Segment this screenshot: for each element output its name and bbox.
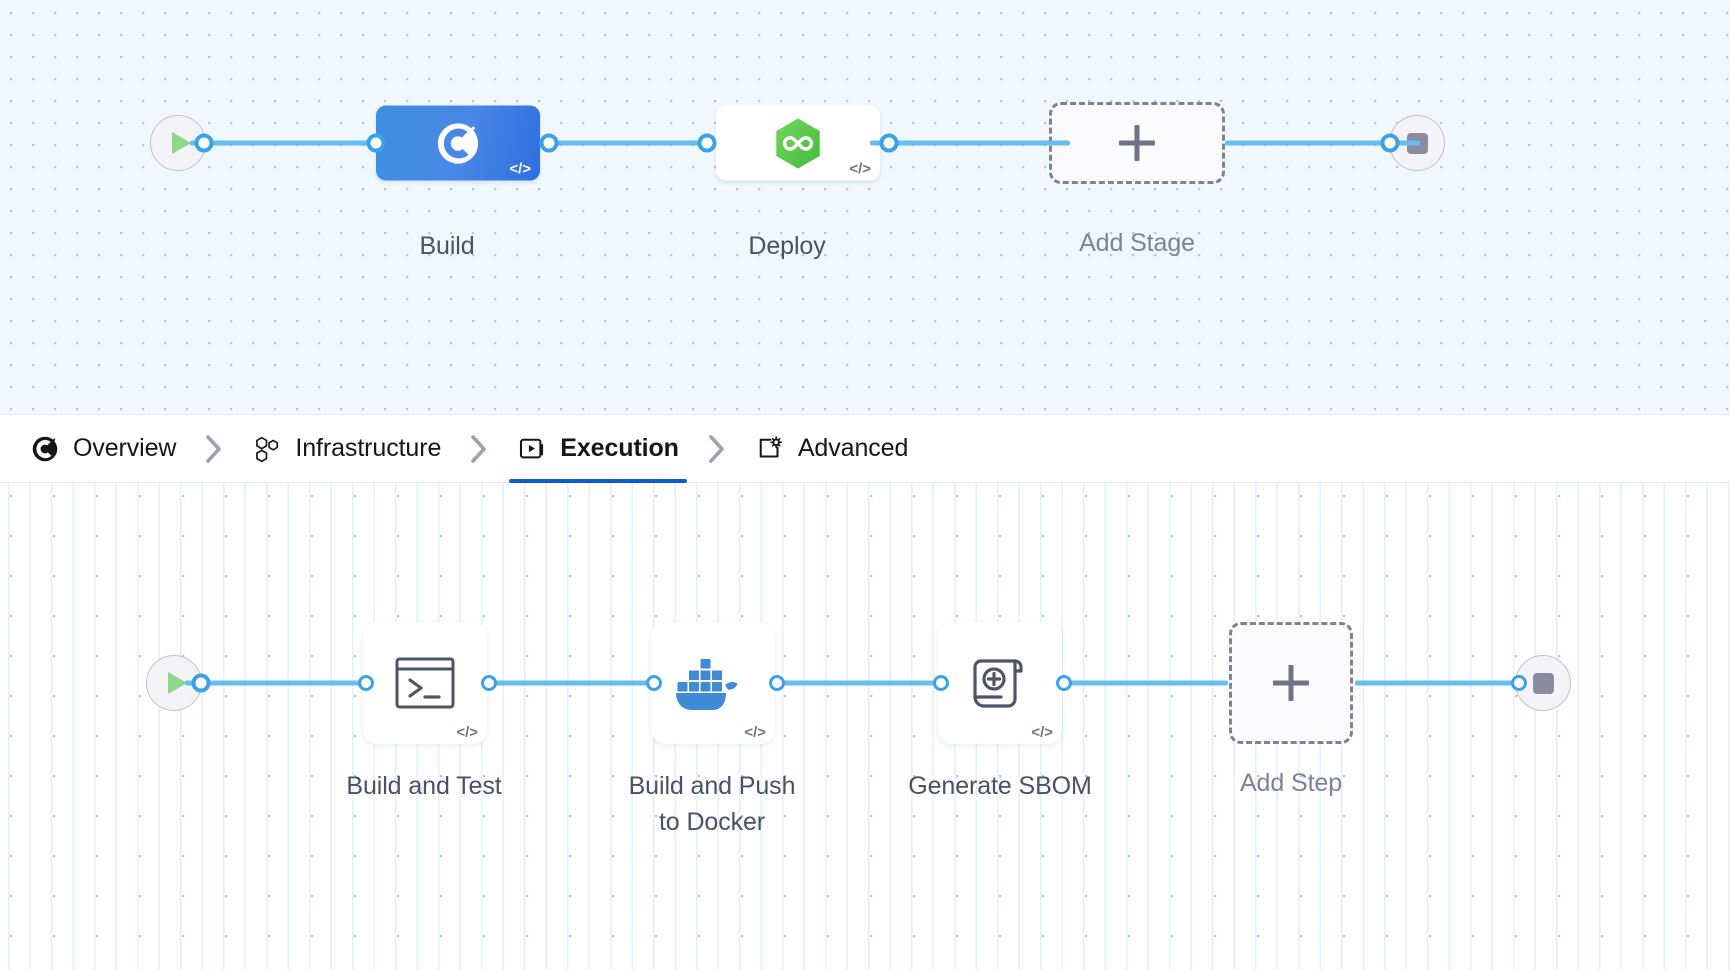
stage-label-deploy: Deploy (748, 232, 826, 260)
add-step-label: Add Step (1239, 769, 1343, 797)
stage-edge-start-build (190, 140, 370, 146)
play-box-icon (517, 434, 547, 464)
pipeline-start-node[interactable] (150, 115, 206, 171)
tab-overview[interactable]: Overview (26, 415, 180, 483)
code-badge: </> (744, 724, 766, 741)
stage-port-deploy-in[interactable] (697, 133, 717, 153)
step-edge-test-docker (485, 680, 660, 686)
step-edge-add-end (1355, 680, 1520, 686)
step-port-sbom-in[interactable] (933, 675, 949, 691)
stage-port-build-out[interactable] (539, 133, 559, 153)
scroll-plus-icon (973, 659, 1023, 708)
square-gear-icon (755, 434, 785, 464)
stage-port-deploy-out[interactable] (879, 133, 899, 153)
overview-pie-icon (30, 434, 60, 464)
terminal-icon (395, 657, 455, 709)
step-node-generate-sbom[interactable]: </> (938, 622, 1062, 744)
hexagons-icon (252, 434, 282, 464)
code-badge: </> (849, 160, 871, 178)
tab-label: Advanced (797, 434, 909, 462)
step-edge-start-first (185, 680, 370, 686)
code-badge: </> (1031, 724, 1053, 741)
stage-label-build: Build (419, 232, 475, 260)
stage-edge-build-deploy (540, 140, 710, 146)
stage-edge-deploy-add (870, 140, 1070, 146)
tab-label: Overview (73, 434, 177, 462)
step-port-docker-out[interactable] (769, 675, 785, 691)
tab-advanced[interactable]: Advanced (751, 415, 912, 483)
step-port-test-out[interactable] (481, 675, 497, 691)
step-label-build-and-push-to-docker: Build and Push to Docker (628, 772, 796, 837)
stage-node-deploy[interactable]: </> (716, 105, 880, 181)
add-stage-label: Add Stage (1079, 229, 1195, 257)
add-stage-button[interactable] (1049, 102, 1225, 184)
code-badge: </> (509, 160, 531, 178)
tab-label: Execution (560, 434, 679, 462)
cd-deploy-icon (776, 118, 820, 168)
tab-label: Infrastructure (295, 434, 442, 462)
plus-icon (1273, 665, 1309, 701)
stage-port-start-out[interactable] (194, 133, 214, 153)
step-canvas[interactable]: </> Build and Test (0, 483, 1730, 970)
stage-node-build[interactable]: </> (376, 105, 540, 181)
tab-execution[interactable]: Execution (509, 415, 687, 483)
stage-port-end-in[interactable] (1380, 133, 1400, 153)
step-edge-sbom-add (1058, 680, 1228, 686)
steps-end-node[interactable] (1515, 655, 1571, 711)
step-port-sbom-out[interactable] (1056, 675, 1072, 691)
stage-config-tabs[interactable]: Overview Infrastructure (0, 415, 1730, 483)
code-badge: </> (456, 724, 478, 741)
ci-build-icon (437, 122, 479, 164)
step-port-docker-in[interactable] (646, 675, 662, 691)
step-port-test-in[interactable] (358, 675, 374, 691)
step-port-end-in[interactable] (1511, 675, 1527, 691)
stage-port-build-in[interactable] (366, 133, 386, 153)
tab-infrastructure[interactable]: Infrastructure (248, 415, 445, 483)
plus-icon (1119, 125, 1155, 161)
add-step-button[interactable] (1229, 622, 1353, 744)
stop-icon (1532, 672, 1554, 694)
play-icon (167, 672, 187, 694)
tab-separator-icon (180, 433, 248, 465)
docker-icon (676, 659, 738, 710)
step-port-start-out[interactable] (191, 673, 211, 693)
stage-edge-add-end (1225, 140, 1420, 146)
step-node-build-and-push-to-docker[interactable]: </> (651, 622, 775, 744)
stage-canvas[interactable]: </> Build </> (0, 0, 1730, 415)
tab-separator-icon (683, 433, 751, 465)
play-icon (171, 132, 191, 154)
step-node-build-and-test[interactable]: </> (363, 622, 487, 744)
step-label-build-and-test: Build and Test (346, 772, 502, 800)
step-label-generate-sbom: Generate SBOM (908, 772, 1092, 800)
step-edge-docker-sbom (772, 680, 947, 686)
tab-separator-icon (445, 433, 513, 465)
